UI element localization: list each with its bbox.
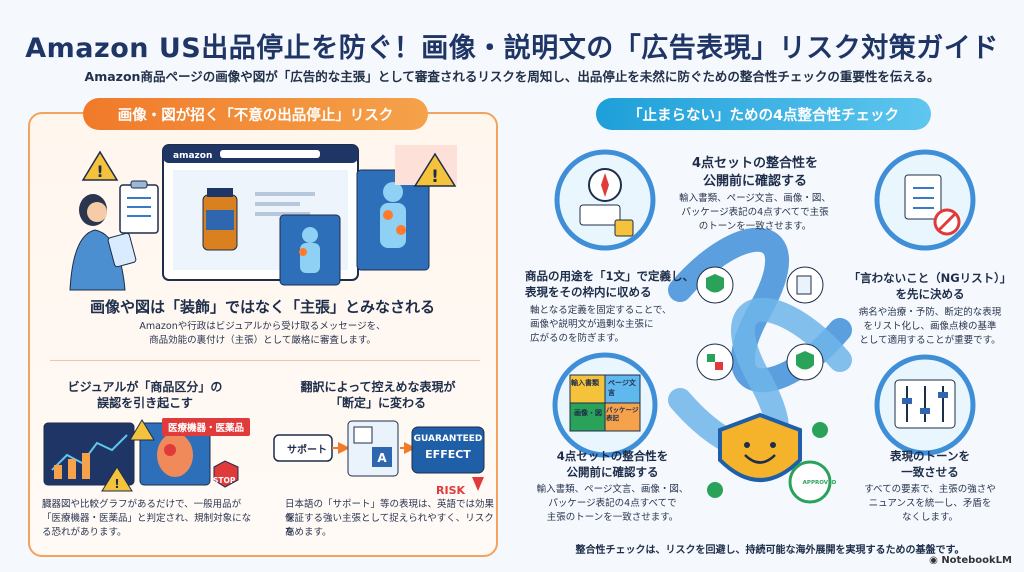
medical-tag: 医療機器・医薬品 xyxy=(162,418,251,436)
stop-label: STOP xyxy=(213,476,236,485)
right-mid-desc-2: をリスト化し、画像点検の基準 xyxy=(863,321,997,332)
puzzle-piece-3: 画像・図 xyxy=(574,409,602,417)
left-mid-desc-2: 画像や説明文が過剰な主張に xyxy=(530,319,654,330)
top-check-desc-1: 輸入書類、ページ文言、画像・図、 xyxy=(679,193,831,204)
left-bot-desc-1: 輸入書類、ページ文言、画像・図、 xyxy=(536,484,689,495)
right-bot-title-1: 表現のトーンを xyxy=(890,449,970,463)
warning-icon-right: ! xyxy=(395,145,457,187)
main-claim: 画像や図は「装飾」ではなく「主張」とみなされる xyxy=(89,298,435,316)
browser-brand-text: amazon xyxy=(173,151,212,161)
risk-arrow xyxy=(472,477,484,491)
sub1-title-2: 誤認を引き起こす xyxy=(97,396,193,410)
right-mid-title-2: を先に決める xyxy=(895,287,965,301)
page-title: Amazon US出品停止を防ぐ！画像・説明文の「広告表現」リスク対策ガイド xyxy=(25,33,999,64)
body-scan-image-2 xyxy=(356,169,430,271)
warning-icon-small xyxy=(129,419,155,441)
puzzle-icon-node xyxy=(696,343,734,381)
main-desc-1: Amazonや行政はビジュアルから受け取るメッセージを、 xyxy=(139,321,386,332)
check-icon-right xyxy=(812,422,828,438)
left-mid-desc-1: 軸となる定義を固定することで、 xyxy=(530,305,672,316)
right-mid-desc-1: 病名や治療・予防、断定的な表現 xyxy=(858,307,1002,318)
left-bot-desc-3: 主張のトーンを一致させます。 xyxy=(546,512,679,523)
sub2-desc-1: 日本語の「サポート」等の表現は、英語では効果を xyxy=(285,499,495,524)
puzzle-node xyxy=(552,352,658,458)
top-check-title-1: 4点セットの整合性を xyxy=(691,156,819,171)
left-bot-title-2: 公開前に確認する xyxy=(566,465,659,479)
right-mid-title-1: 「言わないこと（NGリスト）」 xyxy=(848,271,1012,285)
sub1-desc-1: 臓器図や比較グラフがあるだけで、一般用品が xyxy=(42,499,242,510)
svg-text:A: A xyxy=(377,451,387,465)
shield-icon-1 xyxy=(696,266,734,304)
guaranteed-label-1: GUARANTEED xyxy=(413,434,483,444)
guaranteed-badge xyxy=(411,426,485,474)
compass-node xyxy=(554,149,656,251)
sub1-illustration: ! xyxy=(43,419,239,492)
left-mid-desc-3: 広がるのを防ぎます。 xyxy=(530,333,625,344)
approved-stamp xyxy=(788,460,832,504)
left-mid-title-2: 表現をその枠内に収める xyxy=(525,285,652,299)
browser-window: amazon xyxy=(162,144,359,281)
sliders-node xyxy=(874,354,976,456)
right-bot-desc-1: すべての要素で、主張の強さや xyxy=(864,484,996,495)
sub1-title-1: ビジュアルが「商品区分」の xyxy=(67,380,223,394)
sub2-illustration: A xyxy=(273,420,485,491)
risk-label: RISK xyxy=(436,484,466,497)
sub2-title-2: 「断定」に変わる xyxy=(329,396,426,410)
person-illustration xyxy=(69,194,137,291)
puzzle-piece-1: 輸入書類 xyxy=(571,379,599,387)
page-subtitle: Amazon商品ページの画像や図が「広告的な主張」として審査されるリスクを周知し… xyxy=(84,69,940,84)
right-bot-title-2: 一致させる xyxy=(901,465,959,479)
right-bot-desc-2: ニュアンスを統一し、矛盾を xyxy=(868,498,992,509)
top-check-desc-3: のトーンを一致させます。 xyxy=(698,221,812,232)
integrity-diagram xyxy=(552,149,976,504)
approved-shield xyxy=(707,412,832,504)
guaranteed-label-2: EFFECT xyxy=(425,448,471,461)
warning-icon-chart xyxy=(101,466,133,492)
puzzle-piece-2: ページ文言 xyxy=(608,379,636,397)
check-icon-left xyxy=(707,482,723,498)
brand-icon: ◉ xyxy=(929,555,942,566)
brand-label: ◉ NotebookLM xyxy=(929,555,1012,566)
svg-text:!: ! xyxy=(114,477,119,491)
sub1-desc-2: 「医療機器・医薬品」と判定され、規制対象にな xyxy=(42,513,252,524)
stop-sign xyxy=(213,460,239,488)
top-check-desc-2: パッケージ表記の4点すべてで主張 xyxy=(681,207,829,218)
lock-icon xyxy=(614,219,634,237)
risk-illustration: ! amazon xyxy=(69,144,457,291)
approved-label: APPROVED xyxy=(802,480,837,486)
checklist-node xyxy=(874,149,976,251)
document-icon-node xyxy=(786,266,824,304)
brand-text: NotebookLM xyxy=(941,555,1012,566)
top-check-title-2: 公開前に確認する xyxy=(702,174,807,189)
right-bot-desc-3: なくします。 xyxy=(901,512,959,523)
main-desc-2: 商品効能の裏付け（主張）として厳格に審査します。 xyxy=(149,335,376,346)
clipboard-icon xyxy=(119,180,159,234)
left-mid-title-1: 商品の用途を「1文」で定義し、 xyxy=(525,269,694,283)
svg-text:!: ! xyxy=(431,167,439,187)
right-footer: 整合性チェックは、リスクを回避し、持続可能な海外展開を実現するための基盤です。 xyxy=(575,545,965,556)
shield-icon-2 xyxy=(786,343,824,381)
right-mid-desc-3: として適用することが重要です。 xyxy=(859,335,1001,346)
left-bot-title-1: 4点セットの整合性を xyxy=(556,449,669,463)
sub2-desc-2: 保証する強い主張として捉えられやすく、リスクを xyxy=(285,513,494,538)
sub2-desc-3: 高めます。 xyxy=(285,527,332,538)
right-panel-heading: 「止まらない」ための4点整合性チェック xyxy=(596,98,931,130)
left-bot-desc-2: パッケージ表記の4点すべてで xyxy=(548,498,677,509)
puzzle-piece-4: パッケージ表記 xyxy=(606,406,639,422)
left-panel-heading: 画像・図が招く「不意の出品停止」リスク xyxy=(83,98,428,130)
divider xyxy=(50,360,480,361)
sub2-title-1: 翻訳によって控えめな表現が xyxy=(300,380,456,394)
warning-icon-left: ! xyxy=(81,150,119,181)
sub1-desc-3: る恐れがあります。 xyxy=(42,527,127,538)
support-label: サポート xyxy=(287,445,327,456)
svg-text:!: ! xyxy=(96,162,103,181)
body-scan-image-1 xyxy=(279,214,341,286)
